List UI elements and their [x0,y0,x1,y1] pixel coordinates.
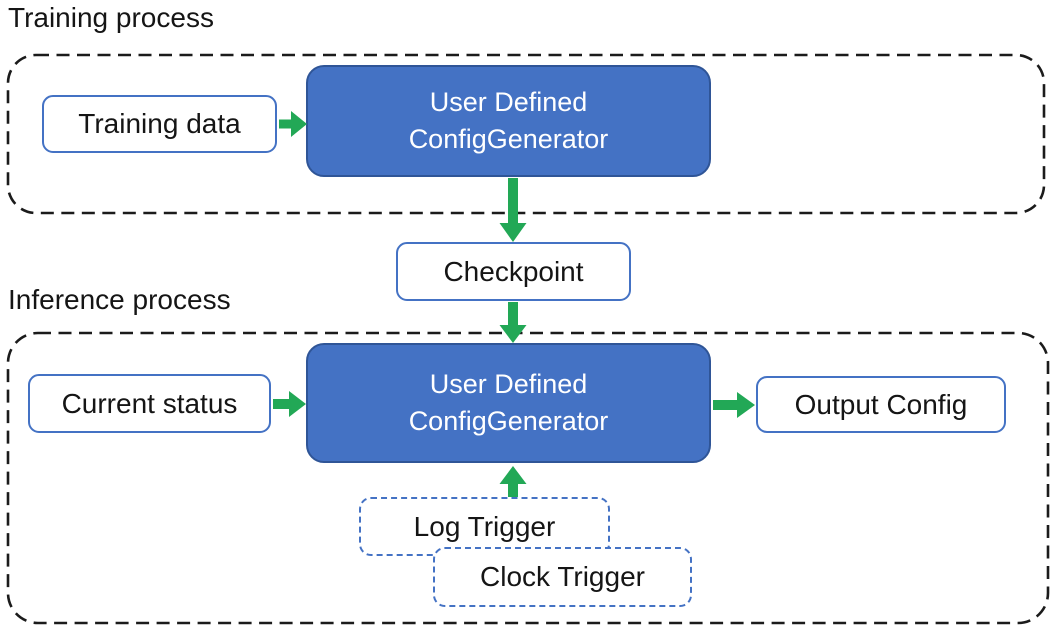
clock-trigger-node: Clock Trigger [433,547,692,607]
inference-process-container [6,331,1050,625]
training-data-label: Training data [78,108,241,139]
training-process-container [6,53,1046,215]
clock-trigger-label: Clock Trigger [480,561,645,592]
config-generator-inference-line2: ConfigGenerator [408,406,609,436]
checkpoint-node: Checkpoint [396,242,631,301]
checkpoint-label: Checkpoint [443,255,584,287]
config-generator-training-line1: User Defined [429,87,588,117]
current-status-label: Current status [61,387,238,419]
config-generator-training-line2: ConfigGenerator [408,124,609,154]
log-trigger-label: Log Trigger [413,510,556,542]
current-status-node: Current status [28,374,271,433]
config-generator-training-node: User Defined ConfigGenerator [306,65,711,177]
inference-process-label: Inference process [8,284,231,315]
config-generator-inference-node: User Defined ConfigGenerator [306,343,711,463]
output-config-node: Output Config [756,376,1006,433]
training-process-label: Training process [8,2,214,33]
config-generator-inference-line1: User Defined [429,369,588,399]
training-data-node: Training data [42,95,277,153]
output-config-label: Output Config [794,388,968,420]
